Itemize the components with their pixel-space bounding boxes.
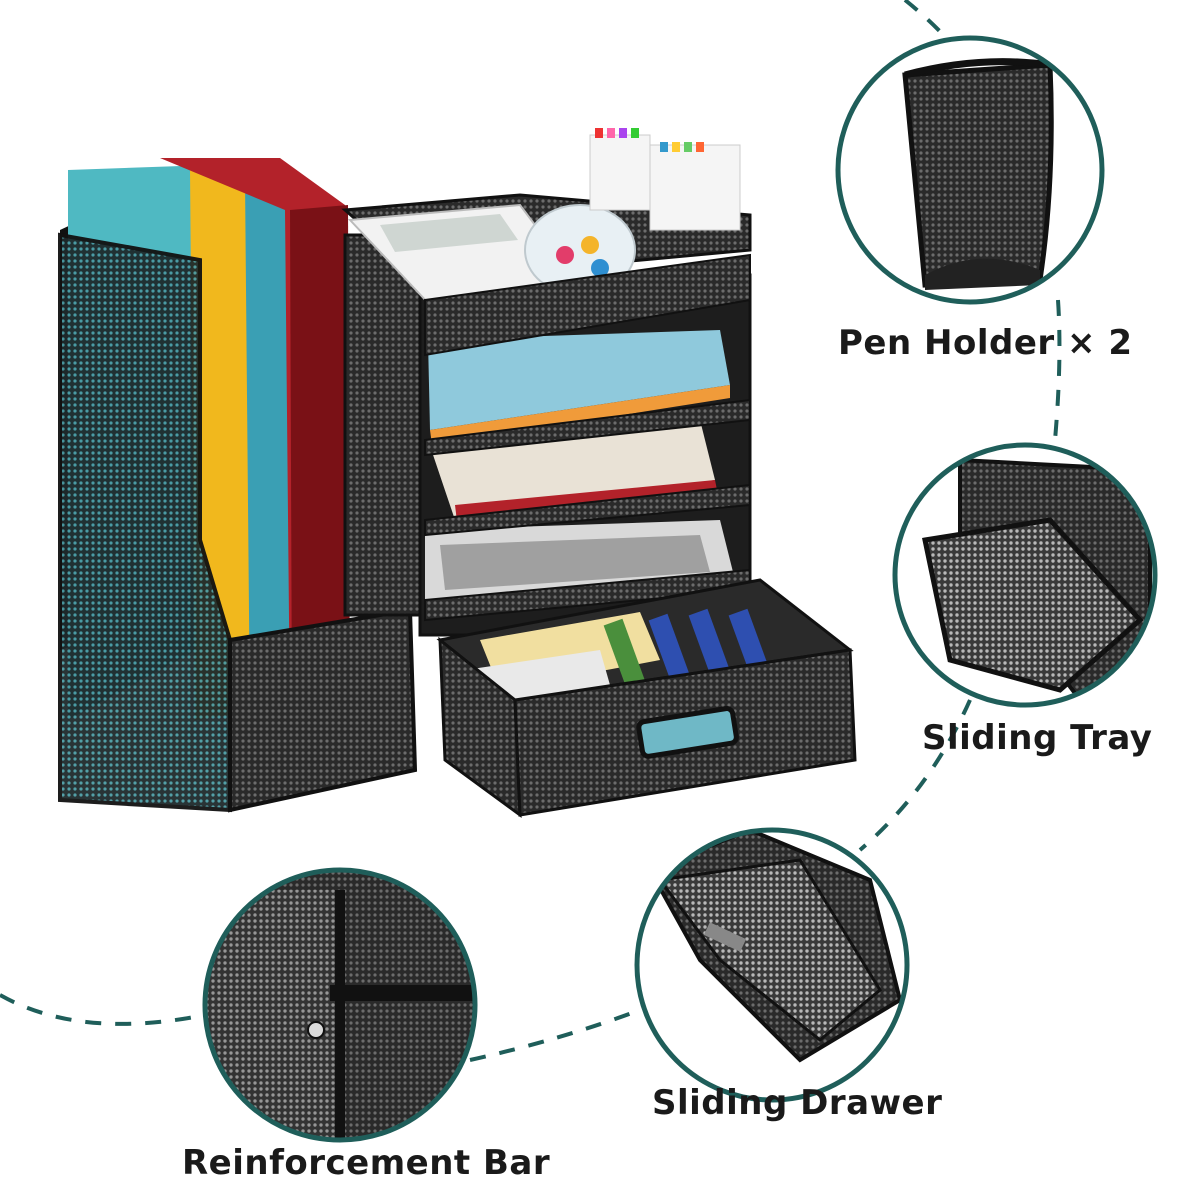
- pen-holder-label: Pen Holder × 2: [838, 323, 1133, 363]
- sliding-tray-label: Sliding Tray: [922, 718, 1153, 758]
- reinforcement-bar-label: Reinforcement Bar: [182, 1143, 551, 1183]
- sliding-tray-detail: [892, 442, 1158, 708]
- sliding-drawer-label: Sliding Drawer: [652, 1083, 943, 1123]
- reinforcement-bar-detail: [202, 867, 478, 1143]
- pen-holder-detail: [835, 35, 1105, 305]
- desk-organizer-photo: [58, 128, 857, 819]
- dashed-connector-lines: [0, 0, 1062, 1062]
- sliding-drawer-detail: [634, 827, 910, 1103]
